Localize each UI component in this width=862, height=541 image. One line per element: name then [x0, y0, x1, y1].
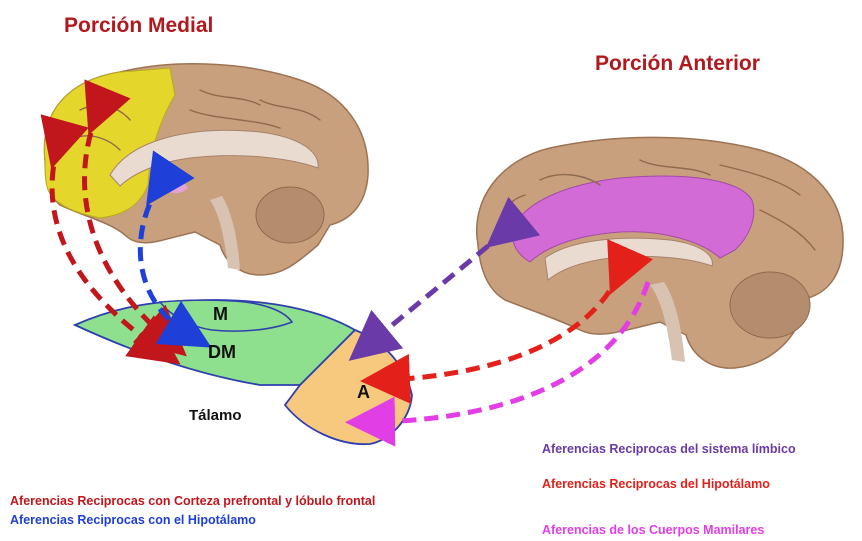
- legend-limbic: Aferencias Reciprocas del sistema límbic…: [542, 442, 796, 456]
- legend-mammillary: Aferencias de los Cuerpos Mamilares: [542, 523, 764, 537]
- title-anterior: Porción Anterior: [595, 52, 760, 76]
- region-label-dm: DM: [208, 342, 236, 363]
- legend-hypothalamus-blue: Aferencias Reciprocas con el Hipotálamo: [10, 513, 256, 527]
- limbic-arrow: [368, 232, 505, 345]
- title-medial: Porción Medial: [64, 14, 213, 38]
- right-brain-illustration: [477, 137, 843, 368]
- legend-hypothalamus-red: Aferencias Reciprocas del Hipotálamo: [542, 477, 770, 491]
- region-label-m: M: [213, 304, 228, 325]
- legend-prefrontal: Aferencias Reciprocas con Corteza prefro…: [10, 494, 375, 508]
- thalamus-label: Tálamo: [189, 407, 242, 424]
- left-brain-illustration: [44, 64, 368, 275]
- region-label-a: A: [357, 382, 370, 403]
